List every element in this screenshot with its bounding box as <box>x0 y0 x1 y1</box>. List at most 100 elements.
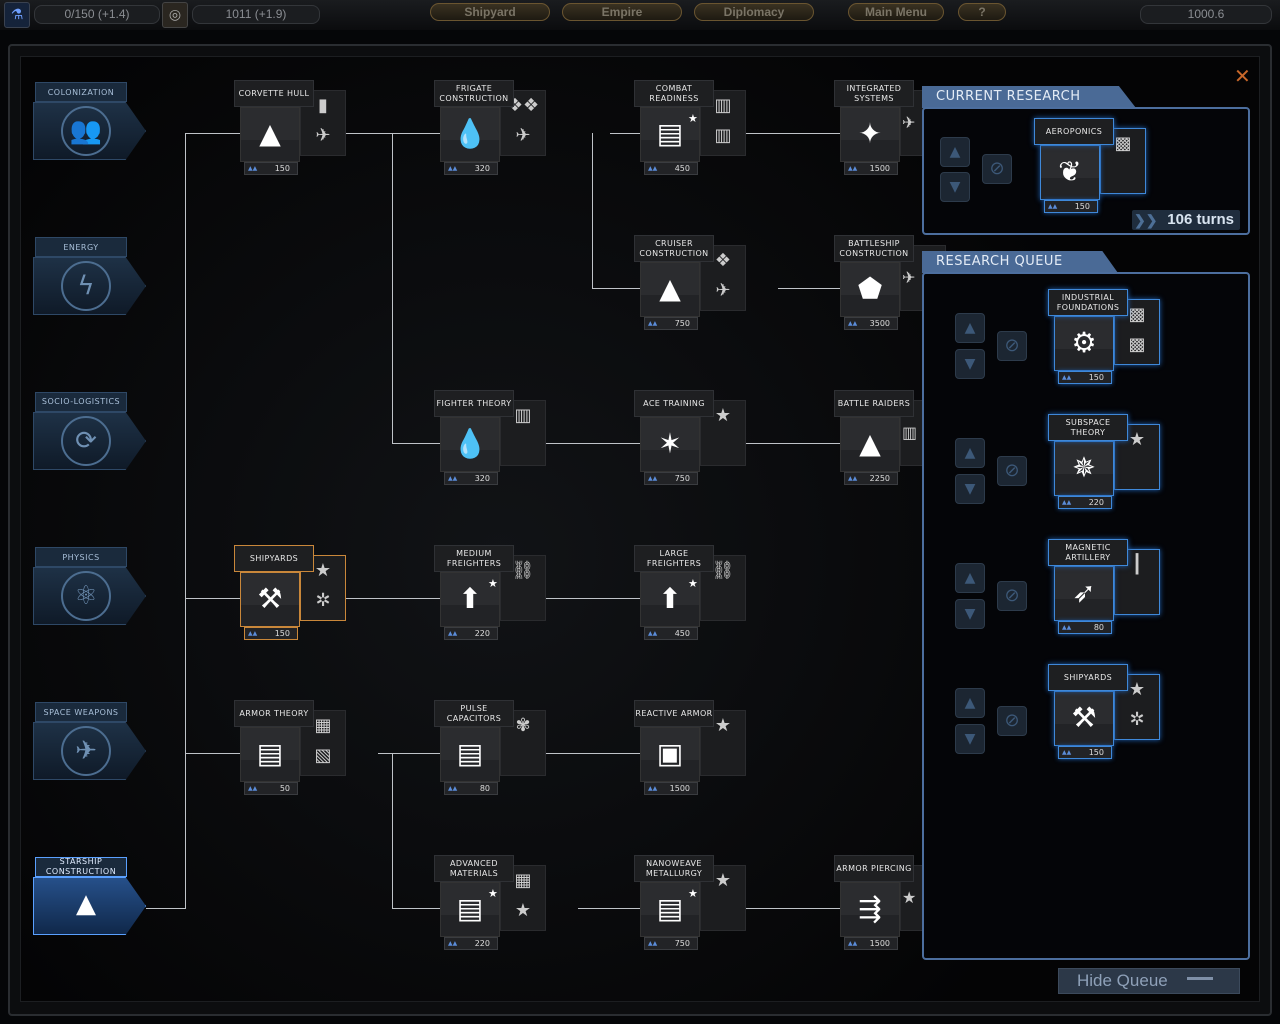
diplomacy-button[interactable]: Diplomacy <box>694 3 814 21</box>
unlock-item-icon[interactable]: ▥ <box>902 423 918 442</box>
tech-node-cruiser-construction[interactable]: ❖✈▲CRUISER CONSTRUCTION750 <box>634 235 784 335</box>
unlock-item-icon[interactable]: ✈ <box>315 125 331 146</box>
star-icon[interactable]: ★ <box>514 900 532 921</box>
move-down-button[interactable]: ▼ <box>955 349 985 379</box>
unlock-item-icon[interactable]: ✈ <box>902 113 916 132</box>
tech-title: BATTLESHIP CONSTRUCTION <box>834 235 914 262</box>
star-icon[interactable]: ★ <box>714 405 732 426</box>
tech-node-shipyards[interactable]: ★✲⚒SHIPYARDS150 <box>234 545 384 645</box>
tech-node-advanced-materials[interactable]: ▦★▤★ADVANCED MATERIALS220 <box>434 855 584 955</box>
unlock-item-icon[interactable]: ❖ <box>714 250 732 271</box>
unlock-item-icon[interactable]: ▥ <box>714 125 732 146</box>
connector-line <box>740 443 840 444</box>
remove-from-queue-button[interactable]: ⊘ <box>997 706 1027 736</box>
move-down-button[interactable]: ▼ <box>955 474 985 504</box>
unlock-item-icon[interactable]: ✲ <box>315 590 331 611</box>
move-down-button[interactable]: ▼ <box>955 599 985 629</box>
tech-node-corvette-hull[interactable]: ▮✈▲CORVETTE HULL150 <box>234 80 384 180</box>
unlock-item-icon[interactable]: ▩ <box>1128 334 1146 355</box>
tech-node-battle-raiders[interactable]: ▥▲BATTLE RAIDERS2250 <box>834 390 984 490</box>
category-physics[interactable]: PHYSICS⚛ <box>33 547 148 629</box>
tech-icon: 💧 <box>440 107 500 162</box>
star-icon[interactable]: ★ <box>714 870 732 891</box>
cancel-research-button[interactable]: ⊘ <box>982 154 1012 184</box>
tech-node-battleship-construction[interactable]: ✈⬟BATTLESHIP CONSTRUCTION3500 <box>834 235 984 335</box>
move-up-button[interactable]: ▲ <box>955 313 985 343</box>
tech-cost: 150 <box>1044 200 1098 213</box>
current-research-node[interactable]: ▩❦AEROPONICS150 <box>1034 118 1184 218</box>
tech-title: CORVETTE HULL <box>234 80 314 107</box>
queue-item-industrial-foundations[interactable]: ▩▩⚙INDUSTRIAL FOUNDATIONS150 <box>1048 289 1198 389</box>
tech-node-nanoweave-metallurgy[interactable]: ★▤★NANOWEAVE METALLURGY750 <box>634 855 784 955</box>
hide-queue-button[interactable]: Hide Queue <box>1058 968 1240 994</box>
star-icon[interactable]: ★ <box>1128 679 1146 700</box>
unlock-item-icon[interactable]: ▧ <box>314 745 332 766</box>
unlock-item-icon[interactable]: ⛓ <box>711 560 735 581</box>
lightning-icon: ϟ <box>61 261 111 311</box>
queue-item-shipyards[interactable]: ★✲⚒SHIPYARDS150 <box>1048 664 1198 764</box>
star-icon[interactable]: ★ <box>714 715 732 736</box>
move-up-button[interactable]: ▲ <box>955 563 985 593</box>
tech-cost: 1500 <box>844 162 898 175</box>
move-down-button[interactable]: ▼ <box>940 172 970 202</box>
move-up-button[interactable]: ▲ <box>955 688 985 718</box>
remove-from-queue-button[interactable]: ⊘ <box>997 331 1027 361</box>
tech-node-fighter-theory[interactable]: ▥💧FIGHTER THEORY320 <box>434 390 584 490</box>
unlock-item-icon[interactable]: ✈ <box>902 268 916 287</box>
tech-node-large-freighters[interactable]: ⛓⬆★LARGE FREIGHTERS450 <box>634 545 784 645</box>
tech-icon: ▲ <box>240 107 300 162</box>
unlocks-panel: ★✲ <box>1114 674 1160 740</box>
queue-item-subspace-theory[interactable]: ★✵SUBSPACE THEORY220 <box>1048 414 1198 514</box>
category-socio-logistics[interactable]: SOCIO-LOGISTICS⟳ <box>33 392 148 474</box>
connector-line <box>185 133 240 134</box>
unlock-item-icon[interactable]: ✾ <box>515 715 531 736</box>
tech-node-ace-training[interactable]: ★✶ACE TRAINING750 <box>634 390 784 490</box>
shipyard-button[interactable]: Shipyard <box>430 3 550 21</box>
star-icon[interactable]: ★ <box>314 560 332 581</box>
unlock-item-icon[interactable]: ⛓ <box>511 560 535 581</box>
main-menu-button[interactable]: Main Menu <box>848 3 944 21</box>
tech-cost: 150 <box>1058 371 1112 384</box>
move-up-button[interactable]: ▲ <box>940 137 970 167</box>
unlock-item-icon[interactable]: ▦ <box>514 870 532 891</box>
move-up-button[interactable]: ▲ <box>955 438 985 468</box>
unlock-item-icon[interactable]: ▮ <box>318 95 328 116</box>
ships-icon: ▲ <box>76 889 96 919</box>
category-space-weapons[interactable]: SPACE WEAPONS✈ <box>33 702 148 784</box>
move-down-button[interactable]: ▼ <box>955 724 985 754</box>
unlock-item-icon[interactable]: ┃ <box>1131 554 1143 575</box>
tech-node-frigate-construction[interactable]: ❖❖✈💧FRIGATE CONSTRUCTION320 <box>434 80 584 180</box>
connector-line <box>778 288 840 289</box>
help-button[interactable]: ? <box>958 3 1006 21</box>
category-colonization[interactable]: COLONIZATION👥 <box>33 82 148 164</box>
connector-line <box>185 133 186 909</box>
unlock-item-icon[interactable]: ▦ <box>314 715 332 736</box>
tech-cost: 3500 <box>844 317 898 330</box>
unlock-item-icon[interactable]: ✈ <box>515 125 531 146</box>
unlock-item-icon[interactable]: ▥ <box>514 405 532 426</box>
connector-line <box>378 753 440 754</box>
tech-node-medium-freighters[interactable]: ⛓⬆★MEDIUM FREIGHTERS220 <box>434 545 584 645</box>
close-icon[interactable]: ✕ <box>1234 64 1251 88</box>
empire-button[interactable]: Empire <box>562 3 682 21</box>
tech-icon: ⚒ <box>1054 691 1114 746</box>
queue-item-magnetic-artillery[interactable]: ┃➶MAGNETIC ARTILLERY80 <box>1048 539 1198 639</box>
tech-node-reactive-armor[interactable]: ★▣REACTIVE ARMOR1500 <box>634 700 784 800</box>
tech-node-combat-readiness[interactable]: ▥▥▤★COMBAT READINESS450 <box>634 80 784 180</box>
unlock-item-icon[interactable]: ❖❖ <box>506 95 540 116</box>
remove-from-queue-button[interactable]: ⊘ <box>997 456 1027 486</box>
unlock-item-icon[interactable]: ▥ <box>714 95 732 116</box>
tech-node-pulse-capacitors[interactable]: ✾▤PULSE CAPACITORS80 <box>434 700 584 800</box>
unlock-item-icon[interactable]: ▩ <box>1114 133 1132 154</box>
unlock-item-icon[interactable]: ✲ <box>1129 709 1145 730</box>
star-icon[interactable]: ★ <box>1128 429 1146 450</box>
unlock-item-icon[interactable]: ▩ <box>1128 304 1146 325</box>
tech-node-armor-theory[interactable]: ▦▧▤ARMOR THEORY50 <box>234 700 384 800</box>
star-icon[interactable]: ★ <box>902 888 917 907</box>
unlock-item-icon[interactable]: ✈ <box>715 280 731 301</box>
research-queue-header: RESEARCH QUEUE <box>922 251 1118 273</box>
remove-from-queue-button[interactable]: ⊘ <box>997 581 1027 611</box>
tech-title: REACTIVE ARMOR <box>634 700 714 727</box>
category-starship-construction[interactable]: STARSHIP CONSTRUCTION▲ <box>33 857 148 939</box>
